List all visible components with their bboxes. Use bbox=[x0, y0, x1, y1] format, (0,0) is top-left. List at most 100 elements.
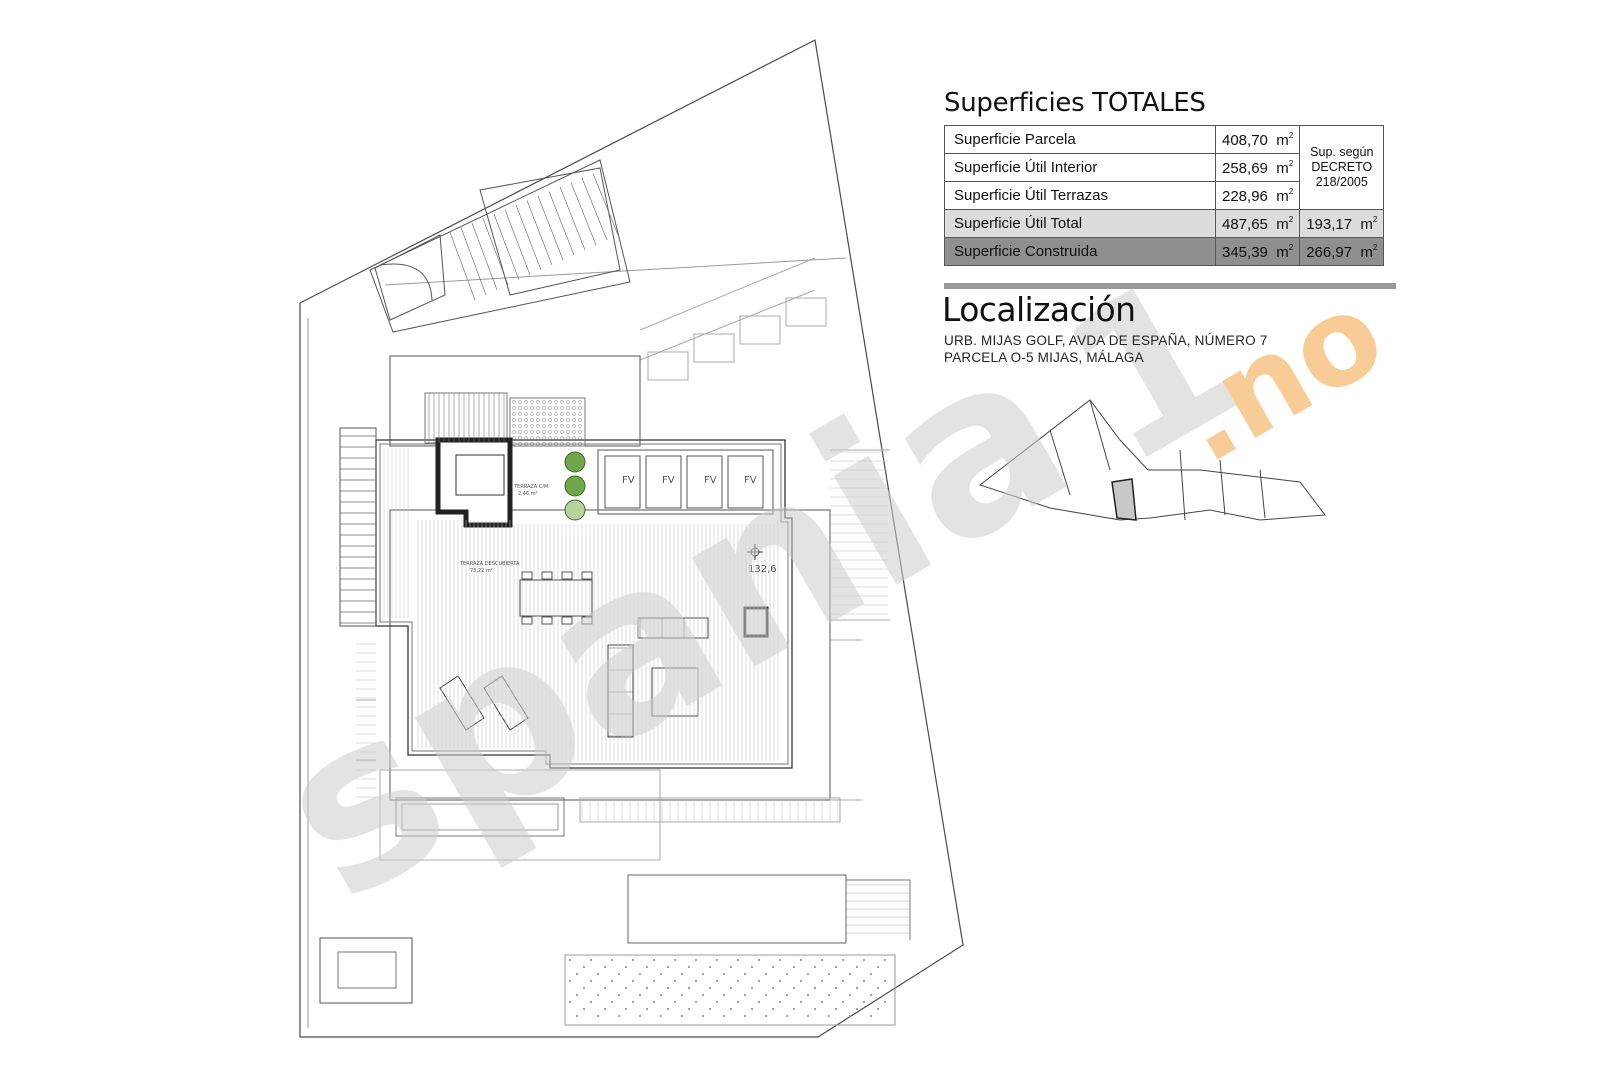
gravel-dot bbox=[578, 436, 582, 440]
dining-table bbox=[519, 579, 593, 617]
gravel-dot bbox=[530, 436, 534, 440]
gravel-dot bbox=[560, 424, 564, 428]
gravel-dot bbox=[673, 958, 677, 962]
gravel-dot bbox=[542, 442, 546, 446]
gravel-dot bbox=[589, 958, 593, 962]
gravel-dot bbox=[715, 958, 719, 962]
gravel-dot bbox=[530, 424, 534, 428]
gravel-dot bbox=[736, 958, 740, 962]
row-value: 408,70 m2 bbox=[1214, 125, 1301, 154]
localizacion-title: Localización bbox=[942, 290, 1136, 329]
gravel-dot bbox=[554, 406, 558, 410]
gravel-dot bbox=[827, 993, 831, 997]
row-value: 487,65 m2 bbox=[1214, 209, 1301, 238]
gravel-dot bbox=[659, 972, 663, 976]
stair-tread bbox=[581, 177, 608, 241]
gravel-dot bbox=[813, 965, 817, 969]
address-line-1: URB. MIJAS GOLF, AVDA DE ESPAÑA, NÚMERO … bbox=[944, 333, 1268, 348]
gravel-dot bbox=[582, 965, 586, 969]
gravel-dot bbox=[512, 400, 516, 404]
gravel-dot bbox=[530, 418, 534, 422]
gravel-dot bbox=[530, 442, 534, 446]
gravel-dot bbox=[578, 442, 582, 446]
gravel-dot bbox=[578, 430, 582, 434]
gravel-dot bbox=[524, 430, 528, 434]
gravel-dot bbox=[785, 1014, 789, 1018]
gravel-dot bbox=[778, 1000, 782, 1004]
gravel-dot bbox=[512, 442, 516, 446]
gravel-dot bbox=[548, 442, 552, 446]
gravel-dot bbox=[862, 1000, 866, 1004]
gravel-dot bbox=[560, 430, 564, 434]
gravel-dot bbox=[518, 436, 522, 440]
gravel-dot bbox=[792, 1007, 796, 1011]
terrace-label: TERRAZA DESCUBIERTA bbox=[459, 561, 520, 567]
gravel-dot bbox=[554, 412, 558, 416]
parking-space bbox=[785, 297, 827, 327]
gravel-dot bbox=[869, 1014, 873, 1018]
stair-tread bbox=[592, 173, 619, 236]
gravel-dot bbox=[659, 993, 663, 997]
gravel-dot bbox=[536, 424, 540, 428]
gravel-dot bbox=[566, 400, 570, 404]
gravel-dot bbox=[820, 1000, 824, 1004]
gravel-dot bbox=[512, 418, 516, 422]
decreto-value: 193,17 m2 bbox=[1299, 209, 1385, 238]
dining-chair bbox=[561, 571, 573, 580]
gravel-dot bbox=[673, 979, 677, 983]
plot-highlight bbox=[1111, 478, 1137, 521]
gravel-dot bbox=[524, 436, 528, 440]
row-label: Superficie Útil Terrazas bbox=[944, 181, 1216, 210]
gravel-dot bbox=[869, 993, 873, 997]
stair-tread bbox=[570, 182, 597, 246]
gravel-dot bbox=[869, 972, 873, 976]
row-value: 258,69 m2 bbox=[1214, 153, 1301, 182]
gravel-dot bbox=[572, 442, 576, 446]
gravel-dot bbox=[848, 993, 852, 997]
gravel-dot bbox=[652, 958, 656, 962]
solar-panel bbox=[686, 455, 723, 509]
row-label: Superficie Útil Interior bbox=[944, 153, 1216, 182]
gravel-dot bbox=[883, 979, 887, 983]
gravel-dot bbox=[524, 442, 528, 446]
gravel-dot bbox=[542, 424, 546, 428]
gravel-dot bbox=[715, 1000, 719, 1004]
gravel-dot bbox=[536, 436, 540, 440]
address-line-2: PARCELA O-5 MIJAS, MÁLAGA bbox=[944, 350, 1144, 365]
gravel-dot bbox=[542, 436, 546, 440]
stair-tread bbox=[548, 191, 575, 256]
gravel-dot bbox=[834, 1007, 838, 1011]
stair-tread bbox=[559, 186, 586, 251]
dining-chair bbox=[581, 616, 593, 625]
gravel-dot bbox=[554, 436, 558, 440]
gravel-dot bbox=[652, 979, 656, 983]
gravel-dot bbox=[530, 412, 534, 416]
stair-tread bbox=[471, 222, 498, 291]
row-label: Superficie Construida bbox=[944, 237, 1216, 266]
gravel-dot bbox=[701, 1014, 705, 1018]
parking-space bbox=[693, 333, 735, 363]
gravel-dot bbox=[512, 436, 516, 440]
gravel-dot bbox=[596, 993, 600, 997]
gravel-dot bbox=[524, 400, 528, 404]
gravel-dot bbox=[518, 418, 522, 422]
gravel-dot bbox=[596, 1014, 600, 1018]
gravel-dot bbox=[736, 979, 740, 983]
gravel-dot bbox=[542, 400, 546, 404]
gravel-dot bbox=[827, 972, 831, 976]
gravel-dot bbox=[582, 1007, 586, 1011]
gravel-dot bbox=[750, 986, 754, 990]
table-row: Superficie Útil Terrazas 228,96 m2 bbox=[944, 181, 1384, 210]
gravel-dot bbox=[617, 972, 621, 976]
stair-tread bbox=[482, 218, 509, 286]
gravel-dot bbox=[722, 993, 726, 997]
gravel-dot bbox=[566, 442, 570, 446]
gravel-dot bbox=[764, 993, 768, 997]
table-row: Superficie Útil Interior 258,69 m2 bbox=[944, 153, 1384, 182]
gravel-dot bbox=[554, 442, 558, 446]
gravel-dot bbox=[806, 1014, 810, 1018]
gravel-dot bbox=[687, 1007, 691, 1011]
gravel-dot bbox=[518, 412, 522, 416]
dining-chair bbox=[541, 616, 553, 625]
gravel-dot bbox=[572, 430, 576, 434]
